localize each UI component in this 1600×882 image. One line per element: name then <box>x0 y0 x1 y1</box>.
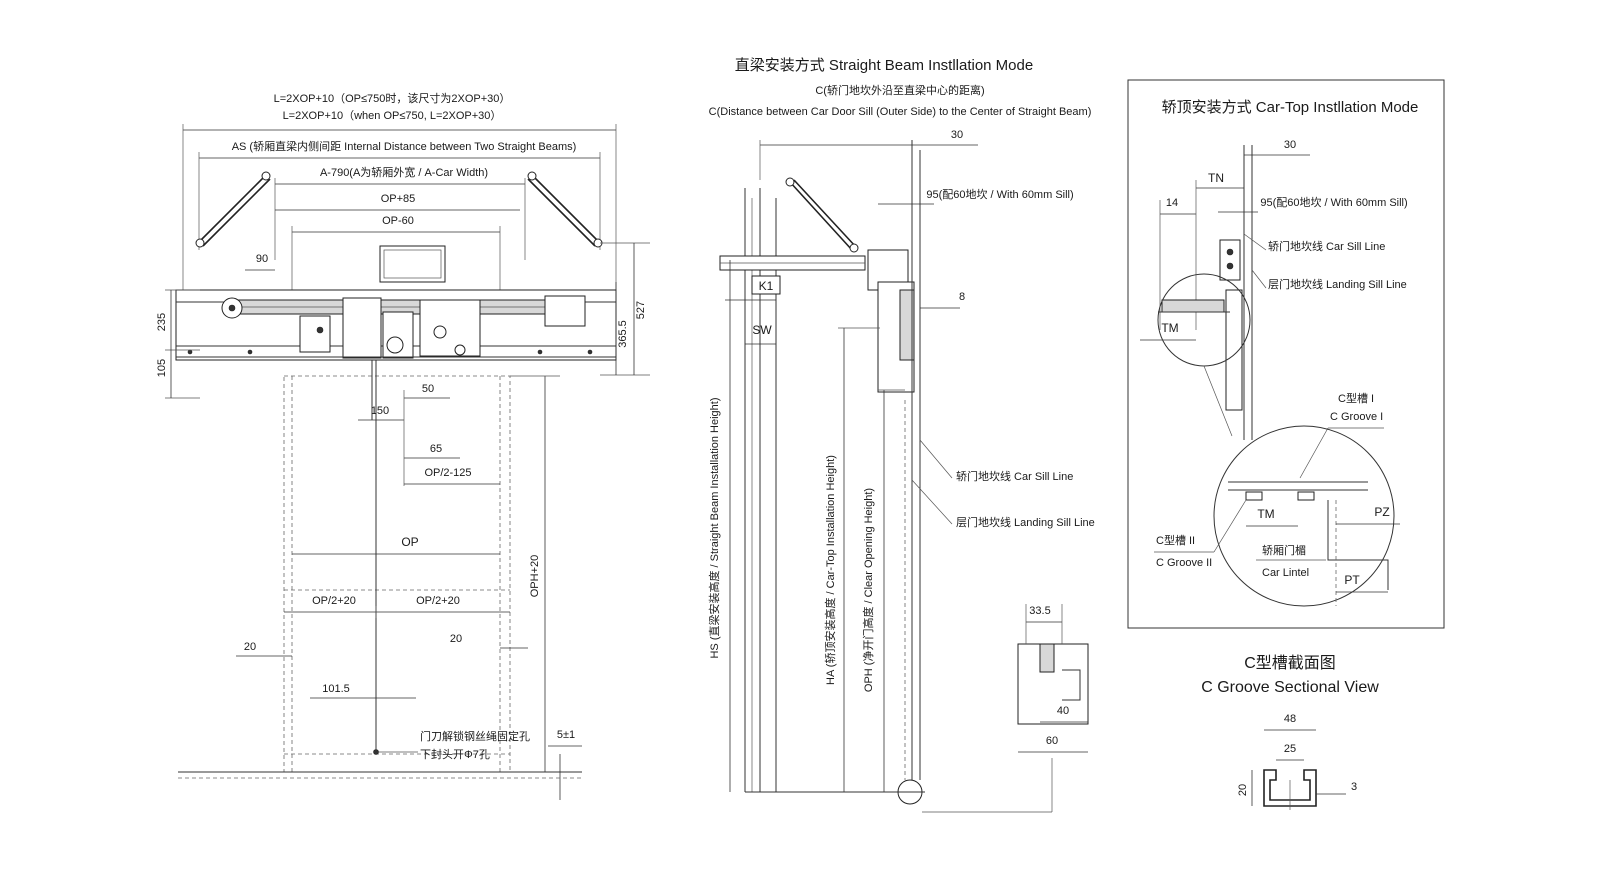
d527-label: 527 <box>635 301 647 319</box>
sec-d3-label: 3 <box>1351 781 1357 793</box>
ct-landing-sill-label: 层门地坎线 Landing Sill Line <box>1268 277 1407 291</box>
sb-car-sill-label: 轿门地坎线 Car Sill Line <box>956 469 1073 483</box>
formula-line-2: L=2XOP+10（when OP≤750, L=2XOP+30） <box>283 109 502 122</box>
sec-d20-label: 20 <box>1237 784 1249 796</box>
as-label: AS (轿厢直梁内侧间距 Internal Distance between T… <box>232 139 577 153</box>
ha-label: HA (轿顶安装高度 / Car-Top Installation Height… <box>823 455 837 685</box>
d235-label: 235 <box>156 313 168 331</box>
op85-label: OP+85 <box>381 193 416 205</box>
d20-left-label: 20 <box>244 641 256 653</box>
op2-125-label: OP/2-125 <box>424 467 471 479</box>
note-line-1: 门刀解锁钢丝绳固定孔 <box>420 729 530 743</box>
ct-d14-label: 14 <box>1166 197 1178 209</box>
sb-landing-sill-label: 层门地坎线 Landing Sill Line <box>956 515 1095 529</box>
pz-label: PZ <box>1374 505 1389 519</box>
oph-label: OPH (净开门高度 / Clear Opening Height) <box>861 488 875 692</box>
straight-beam-title: 直梁安装方式 Straight Beam Instllation Mode <box>735 57 1033 74</box>
d65-label: 65 <box>430 443 442 455</box>
c-groove-section-view: C型槽截面图 C Groove Sectional View 48 25 3 2… <box>1201 654 1379 810</box>
ct-car-sill-label: 轿门地坎线 Car Sill Line <box>1268 239 1385 253</box>
c-groove2-cn-label: C型槽 II <box>1156 533 1195 547</box>
car-top-view: 轿顶安装方式 Car-Top Instllation Mode 30 TN 14… <box>1127 79 1445 629</box>
hs-label: HS (直梁安装高度 / Straight Beam Installation … <box>707 397 721 658</box>
op60-label: OP-60 <box>382 215 414 227</box>
k1-label: K1 <box>759 279 774 293</box>
d5pm1-label: 5±1 <box>557 729 575 741</box>
d60-label: 60 <box>1046 735 1058 747</box>
tm-top-label: TM <box>1161 321 1178 335</box>
sw-label: SW <box>752 323 772 337</box>
op2-20-right-label: OP/2+20 <box>416 595 460 607</box>
oph20-label: OPH+20 <box>529 555 541 598</box>
d50-label: 50 <box>422 383 434 395</box>
ct-d95-label: 95(配60地坎 / With 60mm Sill) <box>1260 196 1407 209</box>
sec-d48-label: 48 <box>1284 713 1296 725</box>
a790-label: A-790(A为轿厢外宽 / A-Car Width) <box>320 165 488 179</box>
car-top-title: 轿顶安装方式 Car-Top Instllation Mode <box>1162 99 1419 116</box>
d40-label: 40 <box>1057 705 1069 717</box>
pt-label: PT <box>1344 573 1360 587</box>
d335-label: 33.5 <box>1029 605 1050 617</box>
ct-d30-label: 30 <box>1284 139 1296 151</box>
section-title-cn: C型槽截面图 <box>1244 654 1336 672</box>
d20-right-label: 20 <box>450 633 462 645</box>
c-groove2-en-label: C Groove II <box>1156 557 1212 569</box>
op-label: OP <box>401 535 418 549</box>
lintel-en-label: Car Lintel <box>1262 567 1309 579</box>
straight-beam-view: 直梁安装方式 Straight Beam Instllation Mode C(… <box>707 57 1095 813</box>
sb-d95-label: 95(配60地坎 / With 60mm Sill) <box>926 188 1073 201</box>
d90-label: 90 <box>256 253 268 265</box>
d3655-label: 365.5 <box>617 320 629 348</box>
formula-line-1: L=2XOP+10（OP≤750时，该尺寸为2XOP+30） <box>274 91 511 105</box>
d150-label: 150 <box>371 405 389 417</box>
sb-d8-label: 8 <box>959 291 965 303</box>
sec-d25-label: 25 <box>1284 743 1296 755</box>
op2-20-left-label: OP/2+20 <box>312 595 356 607</box>
lintel-cn-label: 轿厢门楣 <box>1262 543 1306 557</box>
c-groove1-en-label: C Groove I <box>1330 411 1383 423</box>
section-title-en: C Groove Sectional View <box>1201 679 1379 696</box>
tn-label: TN <box>1208 171 1224 185</box>
c-cn-label: C(轿门地坎外沿至直梁中心的距离) <box>815 83 984 97</box>
d105-label: 105 <box>156 359 168 377</box>
d1015-label: 101.5 <box>322 683 350 695</box>
c-en-label: C(Distance between Car Door Sill (Outer … <box>709 106 1092 118</box>
c-groove1-cn-label: C型槽 I <box>1338 391 1374 405</box>
tm-detail-label: TM <box>1257 507 1274 521</box>
note-line-2: 下封头开Φ7孔 <box>420 747 490 761</box>
front-view: L=2XOP+10（OP≤750时，该尺寸为2XOP+30） L=2XOP+10… <box>156 91 650 800</box>
sb-d30-label: 30 <box>951 129 963 141</box>
